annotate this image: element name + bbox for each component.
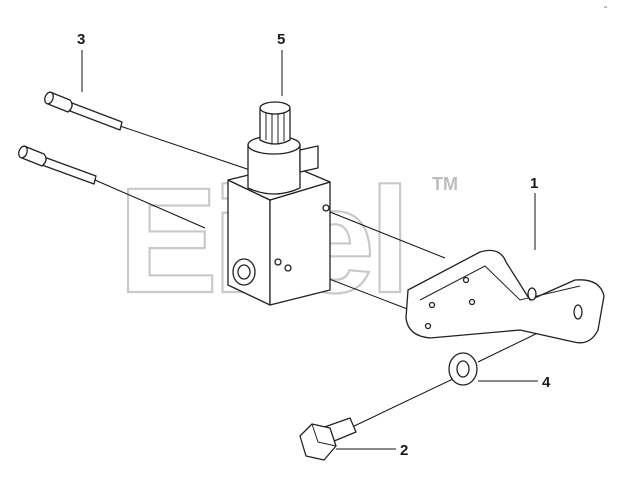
solenoid-coil xyxy=(247,144,301,195)
assembly-line-upper-bolt xyxy=(119,125,251,171)
solenoid-knob xyxy=(259,107,291,145)
assembly-lines xyxy=(94,125,576,429)
callout-4: 4 xyxy=(542,374,551,391)
assembly-line-lower-bolt xyxy=(94,179,206,229)
washer-hole xyxy=(456,360,470,378)
part-4-washer xyxy=(448,352,478,386)
bracket-body xyxy=(405,249,605,344)
bolt-upper xyxy=(44,91,123,131)
part-3-bolts xyxy=(18,91,123,185)
callout-3: 3 xyxy=(77,31,85,48)
corner-mark: ˜ xyxy=(603,5,608,17)
assembly-line-washer-screw xyxy=(349,377,456,429)
callout-labels: 3 5 1 4 2 xyxy=(77,31,551,459)
part-1-bracket xyxy=(405,249,605,344)
valve-block-left-face xyxy=(227,179,271,306)
assembly-line-valve-bracket-top xyxy=(329,211,446,259)
callout-5: 5 xyxy=(277,31,285,48)
watermark-tm: TM xyxy=(432,174,458,194)
valve-block-right-face xyxy=(269,181,331,306)
callout-2: 2 xyxy=(400,442,408,459)
callout-1: 1 xyxy=(530,175,538,192)
part-2-hex-screw xyxy=(299,417,357,461)
part-5-solenoid-valve xyxy=(227,101,331,306)
bolt-lower xyxy=(18,145,97,185)
callout-leaders xyxy=(81,50,538,450)
